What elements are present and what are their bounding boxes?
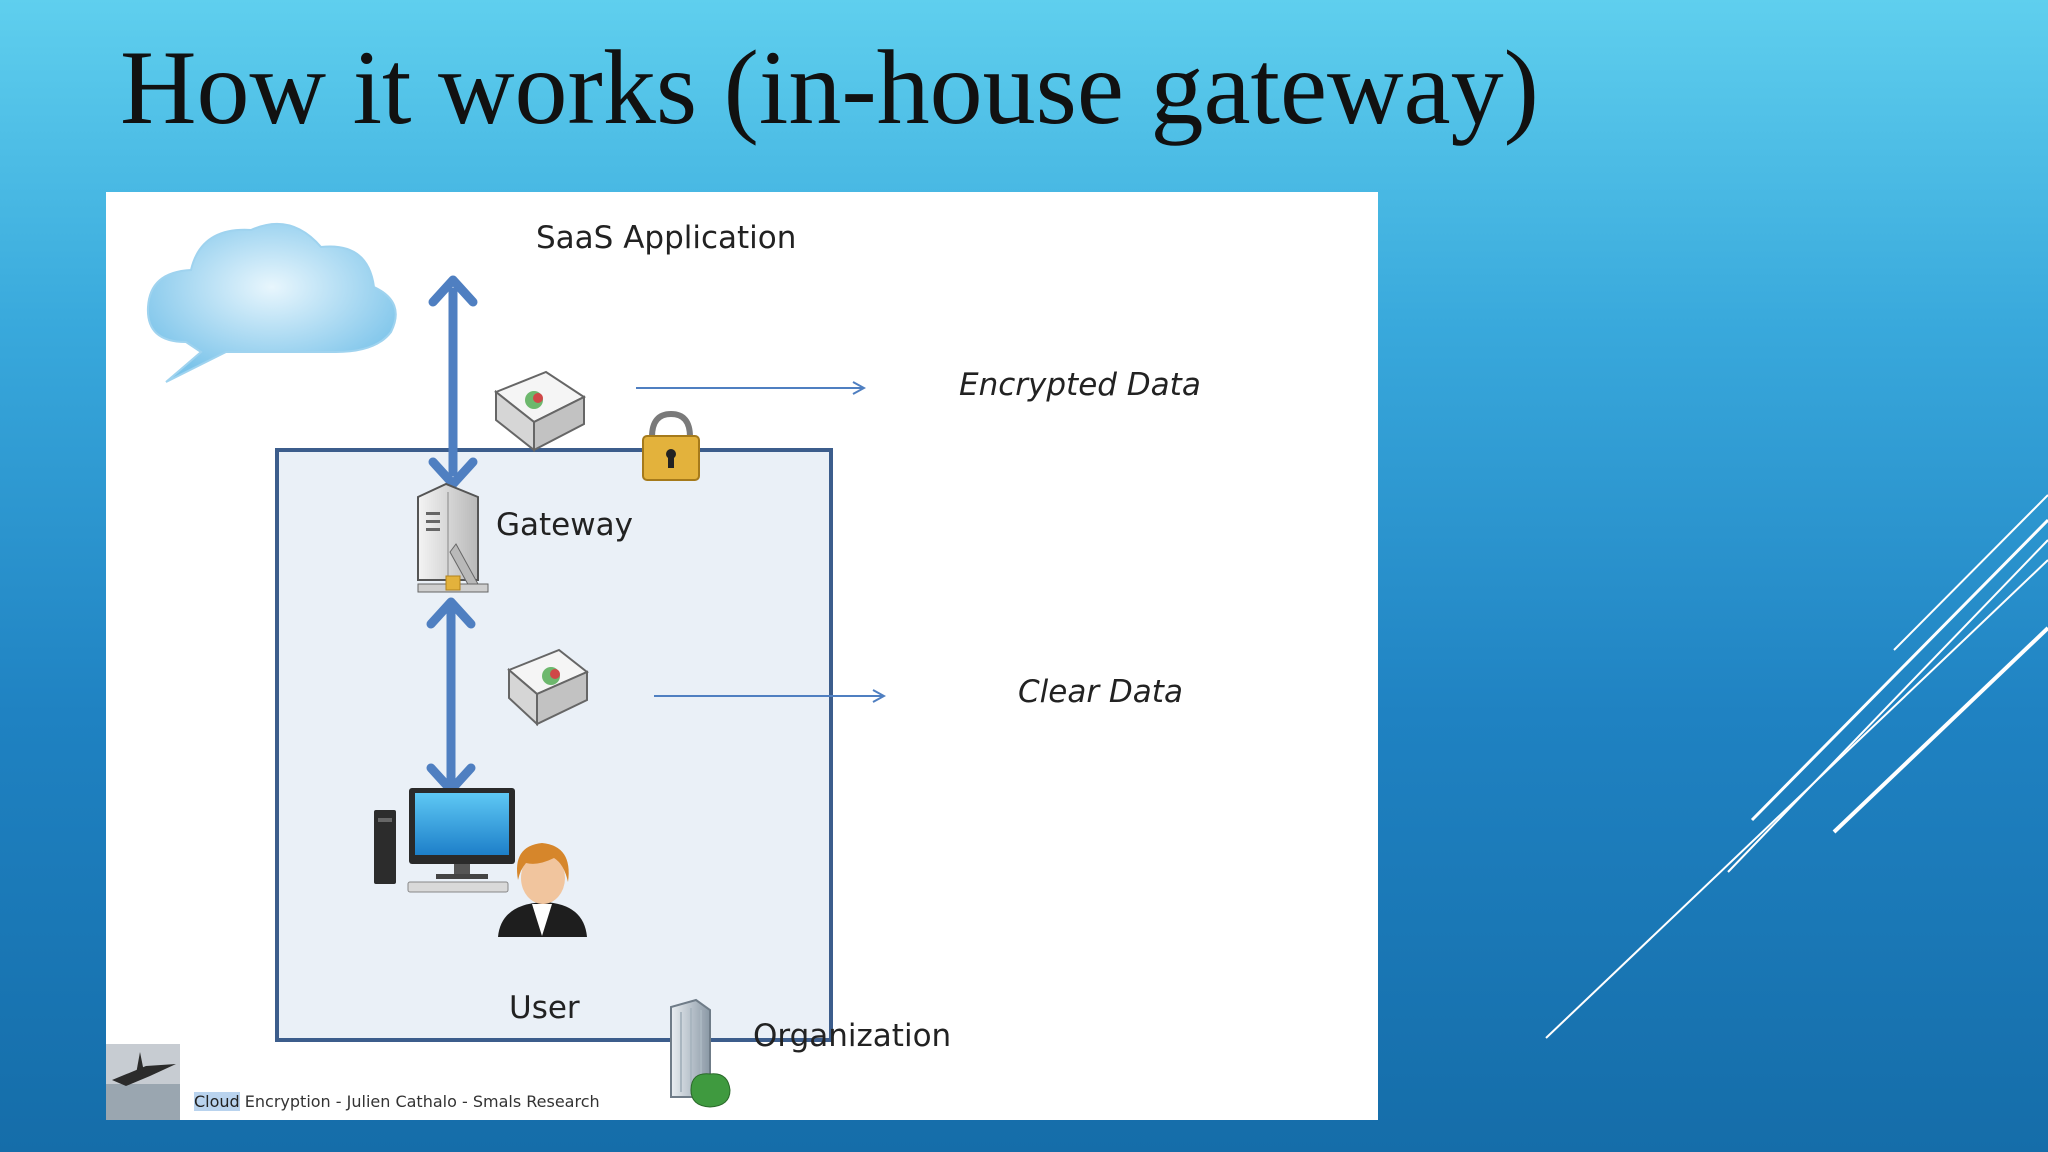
clear-document-icon xyxy=(507,648,589,727)
footer-highlight-word: Cloud xyxy=(194,1092,240,1111)
user-label: User xyxy=(509,990,580,1026)
double-arrow-cloud-gateway xyxy=(428,275,478,489)
saas-application-label: SaaS Application xyxy=(536,220,797,256)
encrypted-data-label: Encrypted Data xyxy=(959,367,1201,403)
encrypted-document-lock-icon xyxy=(494,370,700,481)
diagram-panel: SaaS Application Encrypted Data Gateway … xyxy=(106,192,1378,1120)
user-person-icon xyxy=(498,843,587,937)
slide-title: How it works (in-house gateway) xyxy=(120,29,1539,146)
organization-box xyxy=(275,448,833,1042)
organization-building-icon xyxy=(670,998,731,1108)
clear-data-label: Clear Data xyxy=(1018,674,1183,710)
gateway-label: Gateway xyxy=(496,507,633,543)
diagram-graphics xyxy=(146,222,1378,1108)
cloud-icon xyxy=(146,222,397,383)
organization-label: Organization xyxy=(753,1018,952,1054)
footer-credit: Cloud Encryption - Julien Cathalo - Smal… xyxy=(194,1092,600,1111)
footer-photo-thumbnail xyxy=(106,1044,180,1120)
gateway-server-icon xyxy=(417,482,489,593)
desktop-computer-icon xyxy=(374,788,515,893)
footer-credit-text: Encryption - Julien Cathalo - Smals Rese… xyxy=(239,1092,600,1111)
